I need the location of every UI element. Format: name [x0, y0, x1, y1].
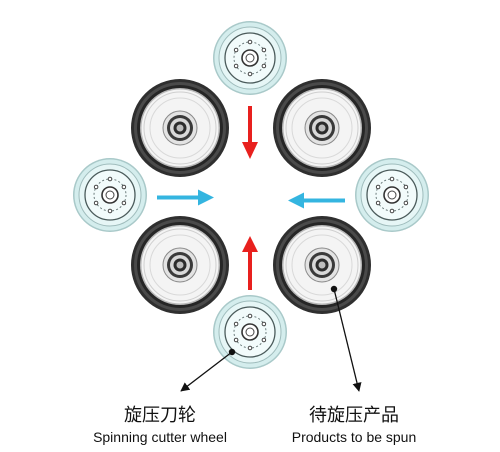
- product-label-chinese: 待旋压产品: [309, 405, 399, 426]
- product-wheel-top-right: [272, 78, 372, 178]
- cutter-label-english: Spinning cutter wheel: [93, 429, 227, 445]
- cutter-wheel-right: [354, 157, 430, 233]
- blue-arrow-right: [157, 189, 214, 206]
- cutter-wheel-top: [212, 20, 288, 96]
- product-wheel-bottom-right: [272, 215, 372, 315]
- product-callout-dot: [330, 285, 338, 293]
- cutter-wheel-left: [72, 157, 148, 233]
- product-callout-line: [333, 288, 362, 392]
- red-arrow-down: [242, 106, 258, 159]
- cutter-callout-dot: [228, 348, 236, 356]
- cutter-callout-line: [180, 351, 233, 392]
- product-label-english: Products to be spun: [292, 429, 417, 445]
- red-arrow-up: [242, 236, 258, 290]
- product-wheel-top-left: [130, 78, 230, 178]
- cutter-label-chinese: 旋压刀轮: [124, 405, 196, 426]
- product-wheel-bottom-left: [130, 215, 230, 315]
- blue-arrow-left: [288, 192, 345, 209]
